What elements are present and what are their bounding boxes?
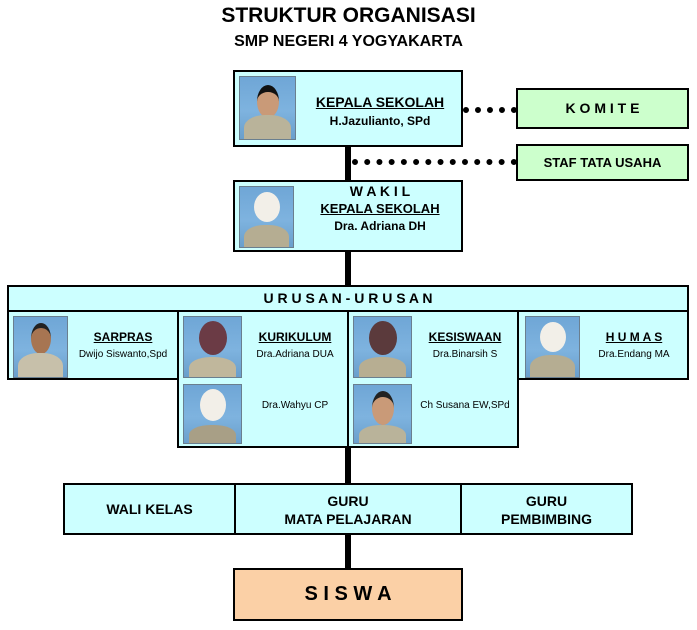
connector-kepala-wakil — [345, 145, 351, 181]
kepala-photo — [239, 76, 296, 140]
humas-box: H U M A S Dra.Endang MA — [517, 310, 689, 380]
kurikulum-photo-2 — [183, 384, 242, 444]
chart-title: STRUKTUR ORGANISASI — [221, 4, 476, 27]
dotted-line-komite — [463, 107, 517, 113]
chart-subtitle: SMP NEGERI 4 YOGYAKARTA — [234, 33, 463, 50]
wakil-role-line1: W A K I L — [349, 183, 411, 199]
wakil-photo — [239, 186, 294, 248]
kesiswaan-name-2: Ch Susana EW,SPd — [420, 400, 510, 411]
siswa-box: S I S W A — [233, 568, 463, 621]
wakil-name: Dra. Adriana DH — [334, 219, 426, 233]
humas-role: H U M A S — [605, 330, 663, 344]
guru-mapel-line2: MATA PELAJARAN — [284, 511, 412, 527]
kesiswaan-photo-2 — [353, 384, 412, 444]
guru-mata-pelajaran-box: GURU MATA PELAJARAN — [234, 483, 462, 535]
sarpras-name: Dwijo Siswanto,Spd — [78, 349, 168, 360]
kurikulum-role: KURIKULUM — [258, 330, 332, 344]
kurikulum-name-2: Dra.Wahyu CP — [261, 400, 329, 411]
humas-photo — [525, 316, 580, 378]
guru-mapel-line1: GURU — [327, 493, 369, 509]
guru-bimbing-line1: GURU — [525, 493, 568, 509]
kurikulum-box: KURIKULUM Dra.Adriana DUA Dra.Wahyu CP — [177, 310, 349, 448]
kesiswaan-photo-1 — [353, 316, 412, 378]
kepala-sekolah-box: KEPALA SEKOLAH H.Jazulianto, SPd — [233, 70, 463, 147]
sarpras-photo — [13, 316, 68, 378]
kurikulum-photo-1 — [183, 316, 242, 378]
kepala-role: KEPALA SEKOLAH — [315, 94, 445, 110]
sarpras-role: SARPRAS — [93, 330, 153, 344]
kepala-name: H.Jazulianto, SPd — [329, 114, 431, 128]
connector-wakil-urusan — [345, 250, 351, 286]
urusan-header: U R U S A N - U R U S A N — [7, 285, 689, 312]
kesiswaan-name-1: Dra.Binarsih S — [432, 349, 498, 360]
sarpras-box: SARPRAS Dwijo Siswanto,Spd — [7, 310, 179, 380]
humas-name: Dra.Endang MA — [598, 349, 670, 360]
komite-box: K O M I T E — [516, 88, 689, 129]
staf-tata-usaha-box: STAF TATA USAHA — [516, 144, 689, 181]
wakil-kepala-box: W A K I L KEPALA SEKOLAH Dra. Adriana DH — [233, 180, 463, 252]
connector-guru-siswa — [345, 533, 351, 570]
kesiswaan-box: KESISWAAN Dra.Binarsih S Ch Susana EW,SP… — [347, 310, 519, 448]
guru-bimbing-line2: PEMBIMBING — [501, 511, 592, 527]
kurikulum-name-1: Dra.Adriana DUA — [256, 349, 334, 360]
connector-urusan-guru — [345, 448, 351, 484]
dotted-line-staf — [352, 159, 517, 165]
wali-kelas-box: WALI KELAS — [63, 483, 236, 535]
guru-pembimbing-box: GURU PEMBIMBING — [460, 483, 633, 535]
wakil-role-line2: KEPALA SEKOLAH — [320, 201, 440, 216]
kesiswaan-role: KESISWAAN — [428, 330, 502, 344]
